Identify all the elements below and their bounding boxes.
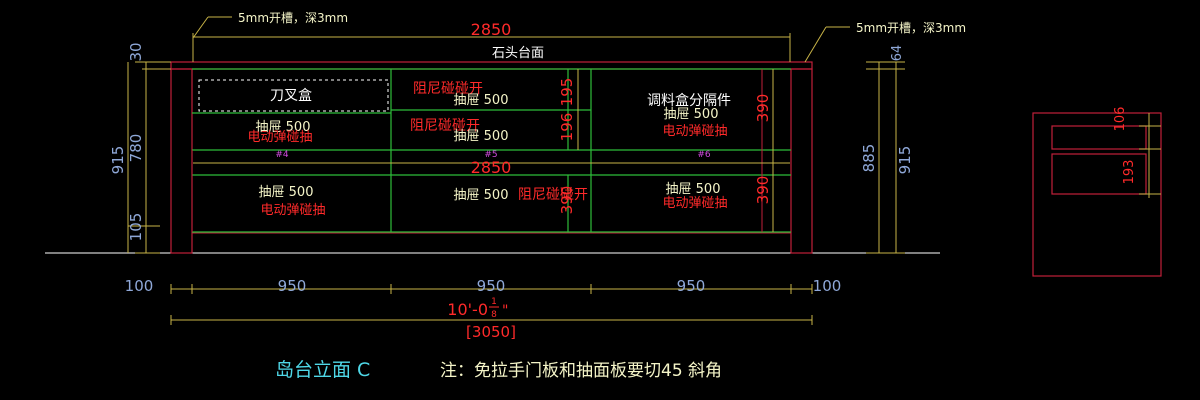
damp-mid-2: 阻尼碰碰开 xyxy=(410,118,480,134)
overall-width-top: 2850 xyxy=(471,20,512,39)
bottom-dim-950-c: 950 xyxy=(677,277,706,295)
electric-drawer-left-2: 电动弹碰抽 xyxy=(260,203,325,218)
side-section-dims xyxy=(1139,113,1161,198)
side-section xyxy=(1032,112,1162,277)
drawer-mid-1-label: 抽屉 500 xyxy=(454,93,509,108)
dim-mid-195: 195 xyxy=(558,78,576,107)
bottom-dim-950-b: 950 xyxy=(477,277,506,295)
left-side-panel xyxy=(170,68,193,254)
total-imperial-denominator: 8 xyxy=(491,310,497,320)
dim-left-780: 780 xyxy=(127,134,145,163)
bottom-dim-100-right: 100 xyxy=(813,277,842,295)
knife-box-label: 刀叉盒 xyxy=(270,87,312,104)
dim-left-915: 915 xyxy=(109,146,127,175)
right-side-panel xyxy=(790,68,813,254)
dim-left-30: 30 xyxy=(127,42,145,61)
drawer-left-2-label: 抽屉 500 xyxy=(259,185,314,200)
total-metric: [3050] xyxy=(466,323,516,341)
dim-right-64: 64 xyxy=(890,45,905,62)
tag-5: #5 xyxy=(484,150,497,160)
drawer-right-2-label: 抽屉 500 xyxy=(666,182,721,197)
total-imperial-numerator: 1 xyxy=(491,297,497,307)
bottom-dim-950-a: 950 xyxy=(278,277,307,295)
stone-countertop-label: 石头台面 xyxy=(492,46,544,61)
drawing-note: 注：免拉手门板和抽面板要切45 斜角 xyxy=(440,361,722,381)
drawer-fronts xyxy=(192,68,791,233)
dim-right-390a: 390 xyxy=(754,94,772,123)
tag-6: #6 xyxy=(697,150,711,160)
drawer-mid-2-label: 抽屉 500 xyxy=(454,129,509,144)
dim-right-390b: 390 xyxy=(754,176,772,205)
dim-right-915: 915 xyxy=(896,146,914,175)
seasoning-box-label: 调料盒分隔件 xyxy=(647,92,731,109)
total-imperial: 10'-0 xyxy=(447,300,488,319)
dim-right-885: 885 xyxy=(860,144,878,173)
bottom-dim-100-left: 100 xyxy=(125,277,154,295)
knife-box-outline xyxy=(198,79,389,112)
drawer-right-1-label: 抽屉 500 xyxy=(664,107,719,122)
drawing-title: 岛台立面 C xyxy=(275,359,370,381)
dim-mid-390: 390 xyxy=(558,186,576,215)
inner-guides xyxy=(191,69,763,232)
side-dim-106: 106 xyxy=(1113,107,1128,132)
electric-drawer-right-1: 电动弹碰抽 xyxy=(662,124,727,139)
electric-drawer-right-2: 电动弹碰抽 xyxy=(662,196,727,211)
drawer-mid-3-label: 抽屉 500 xyxy=(454,188,509,203)
damp-mid-1: 阻尼碰碰开 xyxy=(413,81,483,97)
groove-note-left: 5mm开槽，深3mm xyxy=(238,11,348,25)
dim-left-105: 105 xyxy=(127,213,145,242)
side-dim-193: 193 xyxy=(1122,160,1137,185)
overall-width-mid: 2850 xyxy=(471,158,512,177)
drawer-left-1-label: 抽屉 500 xyxy=(256,120,311,135)
dim-mid-196: 196 xyxy=(558,113,576,142)
damp-mid-3: 阻尼碰碰开 xyxy=(518,187,588,203)
dimension-lines xyxy=(127,16,905,325)
electric-drawer-left-1: 电动弹碰抽 xyxy=(247,130,312,145)
groove-note-right: 5mm开槽，深3mm xyxy=(856,21,966,35)
total-imperial-inch: " xyxy=(502,303,508,319)
stone-countertop xyxy=(170,61,813,70)
tag-4: #4 xyxy=(275,150,289,160)
